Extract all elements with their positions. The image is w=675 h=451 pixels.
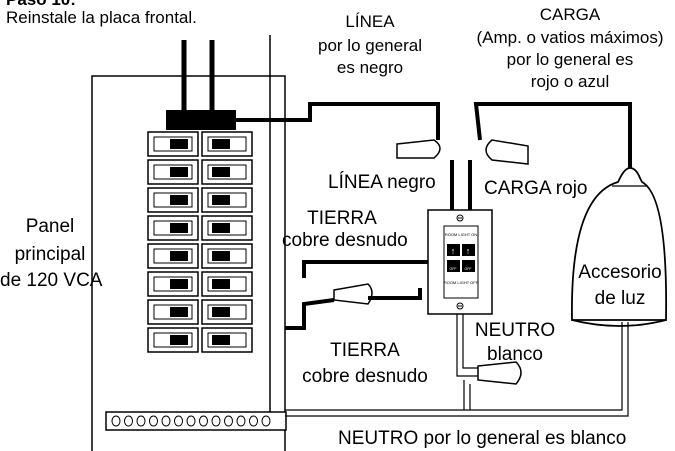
breaker-toggle <box>212 307 230 317</box>
arrow-up-left: ↑ <box>451 246 456 256</box>
switch-text-bottom: ROOM LIGHT OFF <box>444 280 479 285</box>
breaker-toggle <box>212 251 230 261</box>
bus-screw <box>111 415 121 427</box>
breaker-toggle <box>170 223 188 233</box>
tierra-top-title: TIERRA <box>307 208 377 229</box>
light-fixture <box>571 167 668 321</box>
bus-screw <box>199 415 208 427</box>
breaker-toggle <box>170 307 188 317</box>
breaker-toggle <box>170 279 188 289</box>
linea-negro: LÍNEA negro <box>328 172 436 193</box>
switch-text-top: ROOM LIGHT ON <box>445 232 477 237</box>
breaker-toggle <box>170 139 188 149</box>
load-wire-nut <box>485 139 529 165</box>
panel-label-3: de 120 VCA <box>0 270 103 291</box>
accesorio-label-2: de luz <box>594 288 646 309</box>
switch-button-down-right <box>462 260 475 272</box>
carga-rojo: CARGA rojo <box>484 178 588 199</box>
neutral-wire-panel <box>285 322 629 417</box>
breaker-toggle <box>170 251 188 261</box>
bus-screw <box>149 415 158 427</box>
breaker-toggle <box>212 335 230 345</box>
breaker-toggle <box>170 195 188 205</box>
bus-screw <box>236 415 246 427</box>
bus-screw <box>211 415 221 427</box>
breaker-toggle <box>212 279 230 289</box>
switch-button-up-left <box>447 244 460 256</box>
breaker-toggle <box>212 167 230 177</box>
ground-wire-nut <box>333 283 373 305</box>
breaker-toggle <box>212 139 230 149</box>
step-label: Paso 10: <box>6 0 76 10</box>
carga-sub3: rojo o azul <box>530 72 610 91</box>
neutral-wire-switch <box>456 314 478 377</box>
panel-label-2: principal <box>14 244 86 265</box>
bus-screw <box>161 415 171 427</box>
load-wire <box>468 102 632 212</box>
carga-sub2: por lo general es <box>506 50 634 69</box>
small-text-right: OFF <box>465 267 472 271</box>
neutro-label-2: blanco <box>487 344 543 365</box>
bus-screw <box>186 415 196 427</box>
neutro-label-1: NEUTRO <box>474 320 556 341</box>
breaker-toggle <box>170 167 188 177</box>
neutral-wire-to-bus <box>463 380 471 410</box>
line-wire <box>236 102 454 212</box>
small-text-left: OFF <box>450 267 457 271</box>
carga-sub1: (Amp. o vatios máximos) <box>476 28 664 47</box>
tierra-top-sub: cobre desnudo <box>282 230 408 251</box>
linea-title: LÍNEA <box>345 12 395 31</box>
main-panel-outline <box>91 75 286 451</box>
line-wire-nut <box>396 139 441 159</box>
linea-sub2: es negro <box>336 58 404 77</box>
neutral-wire-nut <box>477 361 522 385</box>
neutro-bottom-label: NEUTRO por lo general es blanco <box>338 428 627 449</box>
neutral-bus-screws <box>111 415 271 427</box>
accesorio-label-1: Accesorio <box>578 262 662 283</box>
panel-label-1: Panel <box>25 216 75 237</box>
step-instruction: Reinstale la placa frontal. <box>6 8 197 27</box>
breaker-toggle <box>170 335 188 345</box>
tierra-bottom-sub: cobre desnudo <box>302 366 428 387</box>
arrow-up-right: ↑ <box>466 246 471 256</box>
bus-screw <box>249 415 258 427</box>
ground-wire-bottom <box>285 298 335 330</box>
bus-screw <box>224 415 233 427</box>
bus-screw <box>136 415 146 427</box>
linea-sub1: por lo general <box>318 36 422 55</box>
tierra-bottom-title: TIERRA <box>330 340 400 361</box>
bus-screw <box>174 415 183 427</box>
bus-screw <box>124 415 133 427</box>
main-breaker <box>166 110 236 130</box>
switch-button-up-right <box>462 244 475 256</box>
breaker-toggle <box>212 195 230 205</box>
carga-title: CARGA <box>539 5 601 24</box>
breaker-toggle <box>212 223 230 233</box>
switch-button-down-left <box>447 260 460 272</box>
breaker-grid <box>147 131 253 353</box>
ground-wire-from-nut <box>368 288 422 300</box>
ground-wire-top <box>302 260 428 278</box>
bus-screw <box>261 415 271 427</box>
